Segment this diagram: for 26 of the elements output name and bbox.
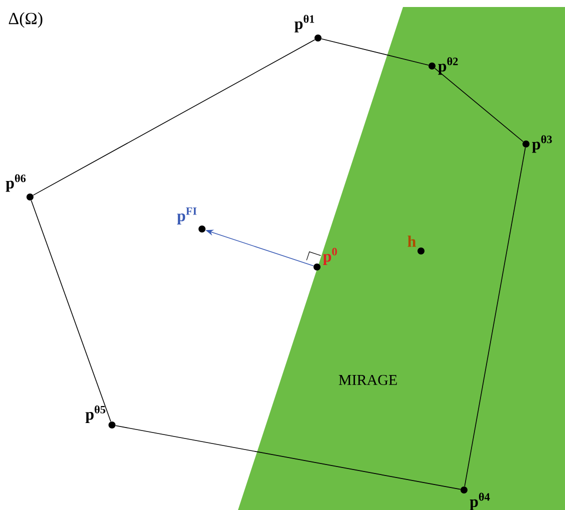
node-label: p$^{θ3}$	[532, 135, 552, 153]
region-label: MIRAGE	[338, 374, 397, 386]
polygon-side	[32, 39, 316, 196]
polygon-side	[30, 200, 112, 422]
labelled-point: p$^{θ5}$	[86, 405, 116, 428]
labelled-point: p$^{θ6}$	[6, 174, 34, 200]
labelled-point: p$^{θ4}$	[460, 486, 490, 510]
labelled-point: p$^{θ3}$	[522, 135, 552, 153]
node-label: p$^{θ2}$	[438, 57, 458, 75]
node-label: p$^{FI}$	[177, 207, 197, 224]
labelled-point: p$^{FI}$	[177, 207, 206, 232]
polygon-side	[434, 68, 524, 142]
labelled-point: p$^{θ1}$	[294, 14, 322, 42]
polygon-side	[115, 425, 461, 490]
labelled-point: h	[408, 236, 424, 254]
node-label: p$^{θ5}$	[86, 405, 106, 423]
set-label: Δ(Ω)	[8, 12, 42, 28]
labelled-point: p$^{θ2}$	[428, 57, 458, 75]
node-label: p$^{θ6}$	[6, 174, 26, 192]
polygon-side	[321, 38, 429, 66]
polygon-side	[464, 147, 526, 487]
node-label: h	[408, 236, 416, 247]
node-label: p$^{θ1}$	[294, 14, 314, 32]
node-label: p$^{θ4}$	[470, 492, 490, 510]
labelled-point: p$^{0}$	[314, 248, 337, 270]
node-label: p$^{0}$	[323, 248, 337, 265]
